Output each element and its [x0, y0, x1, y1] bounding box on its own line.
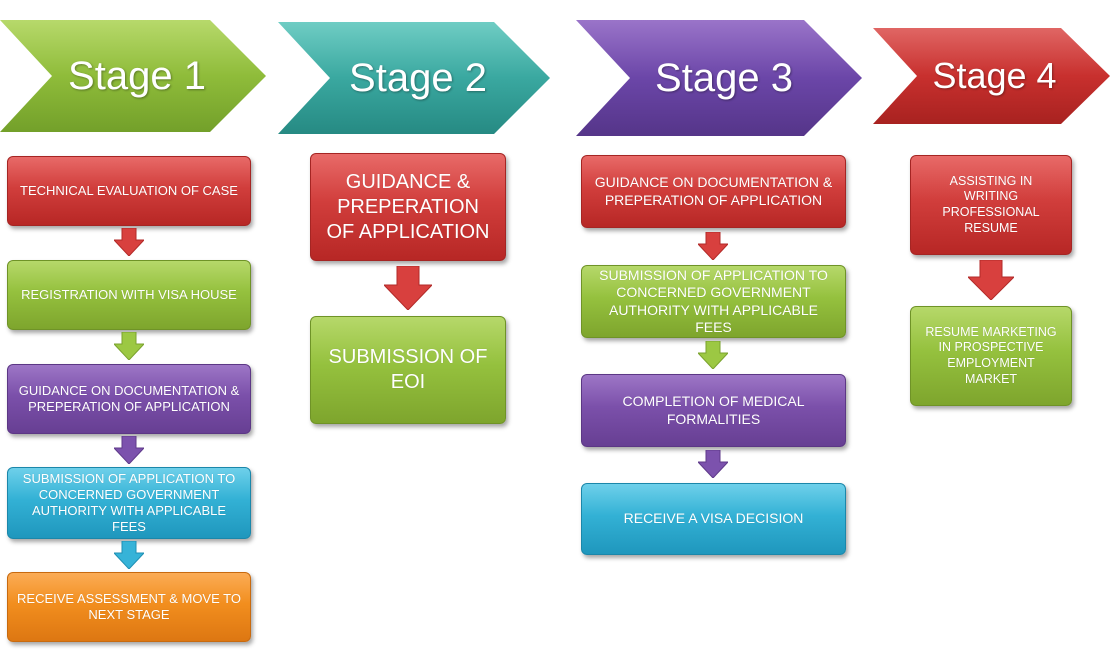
- stage-1-step-4: SUBMISSION OF APPLICATION TO CONCERNED G…: [7, 467, 251, 539]
- stage-1-step-3: GUIDANCE ON DOCUMENTATION & PREPERATION …: [7, 364, 251, 434]
- stage-4-step-1: ASSISTING IN WRITING PROFESSIONAL RESUME: [910, 155, 1072, 255]
- stage-1-step-2: REGISTRATION WITH VISA HOUSE: [7, 260, 251, 330]
- stage-4-step-2: RESUME MARKETING IN PROSPECTIVE EMPLOYME…: [910, 306, 1072, 406]
- chevron-shape-icon: [873, 28, 1110, 124]
- stage-4-chevron: Stage 4: [873, 28, 1110, 124]
- down-arrow-icon: [968, 260, 1014, 300]
- down-arrow-icon: [698, 341, 728, 369]
- stage-1-title: Stage 1: [68, 53, 206, 98]
- down-arrow-icon: [114, 436, 144, 464]
- chevron-shape-icon: [278, 22, 550, 134]
- stage-2-step-2: SUBMISSION OF EOI: [310, 316, 506, 424]
- stage-3-chevron: Stage 3: [576, 20, 862, 136]
- chevron-shape-icon: [576, 20, 862, 136]
- stage-3-title: Stage 3: [655, 55, 793, 100]
- down-arrow-icon: [698, 450, 728, 478]
- stage-3-step-1: GUIDANCE ON DOCUMENTATION & PREPERATION …: [581, 155, 846, 228]
- stage-1-chevron: Stage 1: [0, 20, 266, 132]
- stage-2-chevron: Stage 2: [278, 22, 550, 134]
- down-arrow-icon: [384, 266, 432, 310]
- stage-3-step-3: COMPLETION OF MEDICAL FORMALITIES: [581, 374, 846, 447]
- chevron-shape-icon: [0, 20, 266, 132]
- stage-3-step-4: RECEIVE A VISA DECISION: [581, 483, 846, 555]
- down-arrow-icon: [114, 541, 144, 569]
- down-arrow-icon: [698, 232, 728, 260]
- stage-1-step-5: RECEIVE ASSESSMENT & MOVE TO NEXT STAGE: [7, 572, 251, 642]
- down-arrow-icon: [114, 228, 144, 256]
- down-arrow-icon: [114, 332, 144, 360]
- stage-1-step-1: TECHNICAL EVALUATION OF CASE: [7, 156, 251, 226]
- stage-4-title: Stage 4: [932, 55, 1057, 96]
- stage-2-step-1: GUIDANCE & PREPERATION OF APPLICATION: [310, 153, 506, 261]
- stage-2-title: Stage 2: [349, 55, 487, 100]
- stage-3-step-2: SUBMISSION OF APPLICATION TO CONCERNED G…: [581, 265, 846, 338]
